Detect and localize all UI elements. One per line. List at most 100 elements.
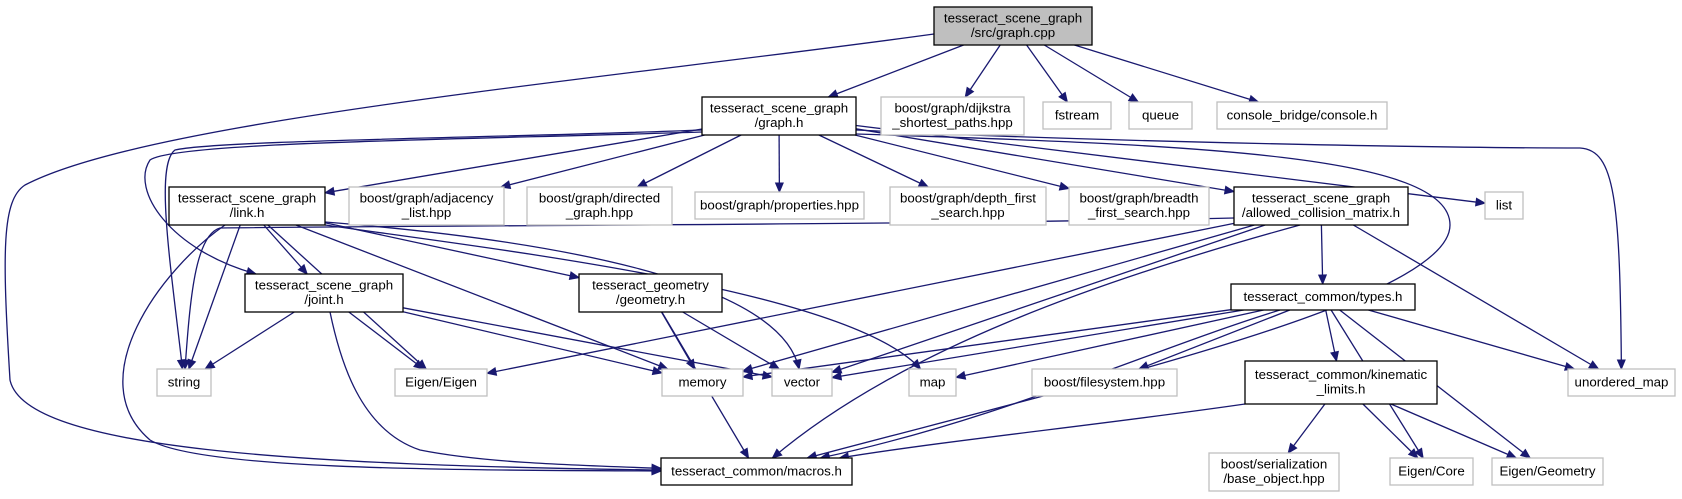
node-label: tesseract_common/types.h — [1244, 289, 1403, 304]
node-box — [1216, 101, 1388, 130]
edge-arrowhead — [768, 360, 781, 370]
edge-acm_h-to-macros_h — [771, 224, 1301, 459]
edge-link_h-to-joint_h — [263, 224, 309, 275]
node-box — [244, 273, 404, 313]
edge-arrowhead — [827, 89, 839, 98]
node-label: queue — [1142, 107, 1179, 122]
node-box — [1491, 457, 1604, 486]
node-box — [578, 273, 723, 313]
edge-arrowhead — [964, 86, 975, 99]
node-depth_first: boost/graph/depth_first_search.hpp — [889, 186, 1047, 226]
node-label: boost/graph/adjacency — [360, 191, 494, 206]
node-box — [156, 368, 212, 397]
edge-types_h-to-kinematic — [1325, 309, 1339, 363]
edge-line — [682, 311, 780, 370]
edge-link_h-to-string — [187, 224, 241, 371]
node-label: boost/graph/directed — [539, 191, 660, 206]
edge-arrowhead — [1475, 197, 1487, 207]
edge-arrowhead — [954, 370, 967, 380]
edge-line — [1043, 44, 1139, 103]
node-box — [889, 186, 1047, 226]
edge-line — [742, 309, 1232, 378]
edge-acm_h-to-eigen_eigen — [485, 222, 1235, 376]
node-label: tesseract_scene_graph — [944, 11, 1082, 26]
edge-arrowhead — [1317, 274, 1328, 286]
edge-line — [955, 309, 1264, 379]
node-console: console_bridge/console.h — [1216, 101, 1388, 130]
node-label: _list.hpp — [401, 205, 452, 220]
node-box — [1042, 101, 1112, 130]
node-label: _search.hpp — [930, 205, 1004, 220]
edge-line — [295, 224, 668, 370]
node-breadth_first: boost/graph/breadth_first_search.hpp — [1068, 186, 1210, 226]
edge-graph_h-to-adjacency — [499, 134, 705, 190]
node-kinematic[interactable]: tesseract_common/kinematic_limits.h — [1244, 360, 1438, 405]
node-memory: memory — [661, 368, 744, 397]
edge-line — [1390, 403, 1517, 459]
node-graph_cpp[interactable]: tesseract_scene_graph/src/graph.cpp — [933, 6, 1093, 46]
edge-line — [854, 134, 1070, 190]
edge-graph_h-to-link_h — [323, 128, 703, 196]
node-label: /src/graph.cpp — [971, 25, 1055, 40]
node-types_h[interactable]: tesseract_common/types.h — [1230, 283, 1416, 311]
node-label: boost/graph/dijkstra — [894, 101, 1011, 116]
edge-link_h-to-vector — [324, 221, 802, 371]
edge-arrowhead — [1137, 361, 1150, 370]
edge-graph_cpp-to-fstream — [1026, 44, 1069, 104]
node-macros_h[interactable]: tesseract_common/macros.h — [660, 457, 853, 486]
edge-line — [1352, 224, 1599, 370]
node-geometry_h[interactable]: tesseract_geometry/geometry.h — [578, 273, 723, 313]
node-box — [1244, 360, 1438, 405]
edge-arrowhead — [741, 371, 754, 381]
edge-joint_h-to-string — [204, 311, 295, 370]
edge-arrowhead — [739, 447, 750, 460]
edge-arrowhead — [1519, 448, 1532, 459]
edge-arrowhead — [1407, 448, 1419, 459]
node-box — [771, 368, 833, 397]
edge-joint_h-to-macros_h — [329, 311, 663, 473]
node-adjacency: boost/graph/adjacency_list.hpp — [348, 186, 505, 226]
edge-arrowhead — [1330, 350, 1339, 363]
edge-line — [486, 222, 1235, 374]
edge-kinematic-to-eigen_core — [1362, 403, 1419, 459]
edge-arrowhead — [1223, 185, 1236, 195]
node-link_h[interactable]: tesseract_scene_graph/link.h — [168, 186, 326, 226]
node-label: boost/serialization — [1221, 457, 1327, 472]
edge-arrowhead — [568, 271, 581, 281]
edge-kinematic-to-macros_h — [838, 403, 1246, 461]
edge-arrowhead — [1127, 93, 1140, 103]
edge-graph_h-to-string — [164, 129, 703, 371]
node-properties: boost/graph/properties.hpp — [694, 191, 865, 220]
edge-line — [839, 403, 1246, 459]
node-box — [1567, 368, 1676, 397]
node-label: Eigen/Eigen — [405, 374, 477, 389]
node-box — [348, 186, 505, 226]
edge-link_h-to-geometry_h — [324, 222, 581, 281]
edge-acm_h-to-memory — [741, 224, 1255, 373]
node-box — [394, 368, 488, 397]
node-box — [933, 6, 1093, 46]
edge-arrowhead — [651, 366, 664, 376]
node-label: Eigen/Geometry — [1499, 463, 1595, 478]
node-label: boost/graph/properties.hpp — [700, 197, 859, 212]
edge-joint_h-to-eigen_eigen — [348, 311, 425, 370]
node-graph_h[interactable]: tesseract_scene_graph/graph.h — [701, 96, 857, 136]
edge-types_h-to-memory — [741, 309, 1232, 381]
node-label: /geometry.h — [616, 292, 685, 307]
node-acm_h[interactable]: tesseract_scene_graph/allowed_collision_… — [1233, 186, 1409, 226]
edge-line — [1368, 309, 1575, 370]
edge-arrowhead — [413, 359, 425, 370]
node-label: tesseract_common/macros.h — [671, 463, 842, 478]
edge-acm_h-to-vector — [830, 224, 1266, 374]
node-label: map — [920, 374, 946, 389]
edge-line — [402, 307, 773, 378]
node-box — [1230, 283, 1416, 311]
edge-line — [263, 224, 308, 275]
edge-arrowhead — [485, 366, 498, 376]
node-eigen_geometry: Eigen/Geometry — [1491, 457, 1604, 486]
node-label: Eigen/Core — [1398, 463, 1465, 478]
node-label: memory — [678, 374, 726, 389]
node-joint_h[interactable]: tesseract_scene_graph/joint.h — [244, 273, 404, 313]
edge-line — [771, 224, 1301, 459]
